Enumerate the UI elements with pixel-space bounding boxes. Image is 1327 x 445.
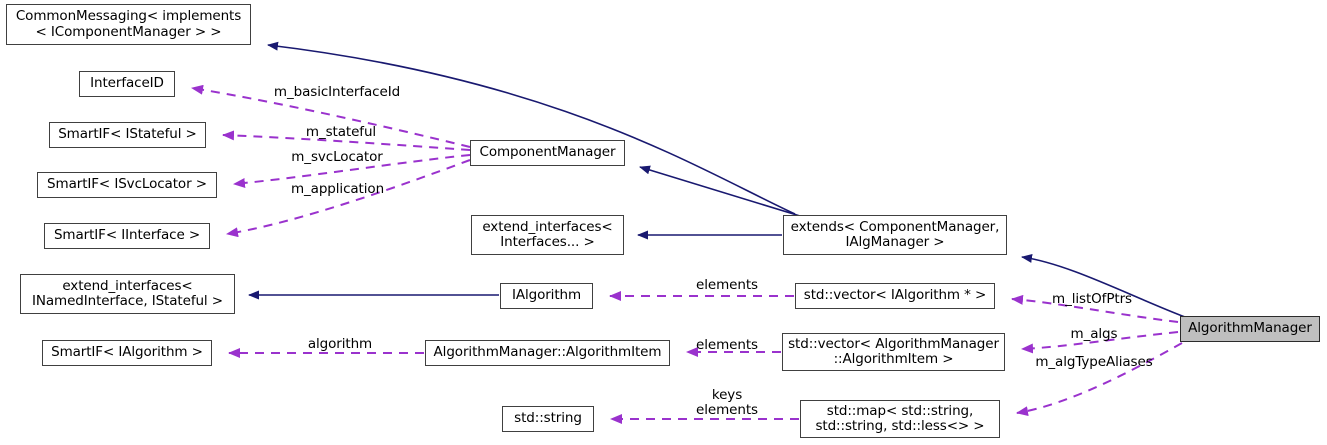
- edge-algs: [1021, 331, 1179, 354]
- node-smartif-iinterface[interactable]: SmartIF< IInterface >: [44, 223, 210, 249]
- edge-label-elements-vector-ialg: elements: [696, 277, 758, 293]
- edge-label-m-algtypealiases: m_algTypeAliases: [1035, 354, 1153, 370]
- node-vector-algorithmitem[interactable]: std::vector< AlgorithmManager ::Algorith…: [782, 333, 1005, 371]
- node-algorithm-manager[interactable]: AlgorithmManager: [1180, 316, 1320, 342]
- edge-listofptrs: [1011, 294, 1179, 323]
- edge-application: [226, 159, 471, 238]
- inheritance-edges: [248, 41, 1186, 318]
- node-smartif-istateful[interactable]: SmartIF< IStateful >: [49, 122, 206, 148]
- node-ialgorithm[interactable]: IAlgorithm: [500, 283, 593, 309]
- edge-label-m-listofptrs: m_listOfPtrs: [1052, 291, 1132, 307]
- edge-svclocator: [233, 154, 471, 188]
- node-smartif-isvclocator[interactable]: SmartIF< ISvcLocator >: [37, 172, 217, 198]
- edge-label-m-stateful: m_stateful: [305, 124, 377, 140]
- edge-label-algorithm: algorithm: [307, 336, 373, 352]
- edge-label-m-application: m_application: [290, 181, 385, 197]
- node-std-string[interactable]: std::string: [502, 406, 594, 432]
- edge-algorithmmanager-inherits: [1021, 253, 1186, 318]
- node-vector-ialgorithm-ptr[interactable]: std::vector< IAlgorithm * >: [795, 283, 995, 309]
- node-std-map-string-string[interactable]: std::map< std::string, std::string, std:…: [800, 400, 1000, 438]
- edge-common-messaging-inherits: [267, 41, 796, 215]
- edge-basicinterfaceid: [191, 84, 471, 148]
- edge-label-keys-elements: keys elements: [696, 387, 758, 419]
- node-extend-interfaces-variadic[interactable]: extend_interfaces< Interfaces... >: [471, 215, 624, 255]
- node-algorithmmanager-algorithmitem[interactable]: AlgorithmManager::AlgorithmItem: [425, 340, 670, 366]
- node-extends-componentmanager-ialgmanager[interactable]: extends< ComponentManager, IAlgManager >: [783, 215, 1007, 255]
- node-smartif-ialgorithm[interactable]: SmartIF< IAlgorithm >: [42, 340, 212, 366]
- edge-algtypealiases: [1016, 342, 1183, 417]
- edge-label-m-basicinterfaceid: m_basicInterfaceId: [273, 84, 401, 100]
- edge-componentmanager-inherits: [639, 165, 801, 217]
- edge-label-m-svclocator: m_svcLocator: [291, 149, 383, 165]
- edge-label-m-algs: m_algs: [1070, 326, 1118, 342]
- edge-label-elements-vector-item: elements: [696, 337, 758, 353]
- node-extend-interfaces-named-stateful[interactable]: extend_interfaces< INamedInterface, ISta…: [20, 274, 235, 314]
- node-common-messaging[interactable]: CommonMessaging< implements < IComponent…: [6, 4, 251, 45]
- usage-edges: [191, 84, 1183, 424]
- node-interface-id[interactable]: InterfaceID: [79, 71, 175, 97]
- node-component-manager[interactable]: ComponentManager: [470, 140, 625, 166]
